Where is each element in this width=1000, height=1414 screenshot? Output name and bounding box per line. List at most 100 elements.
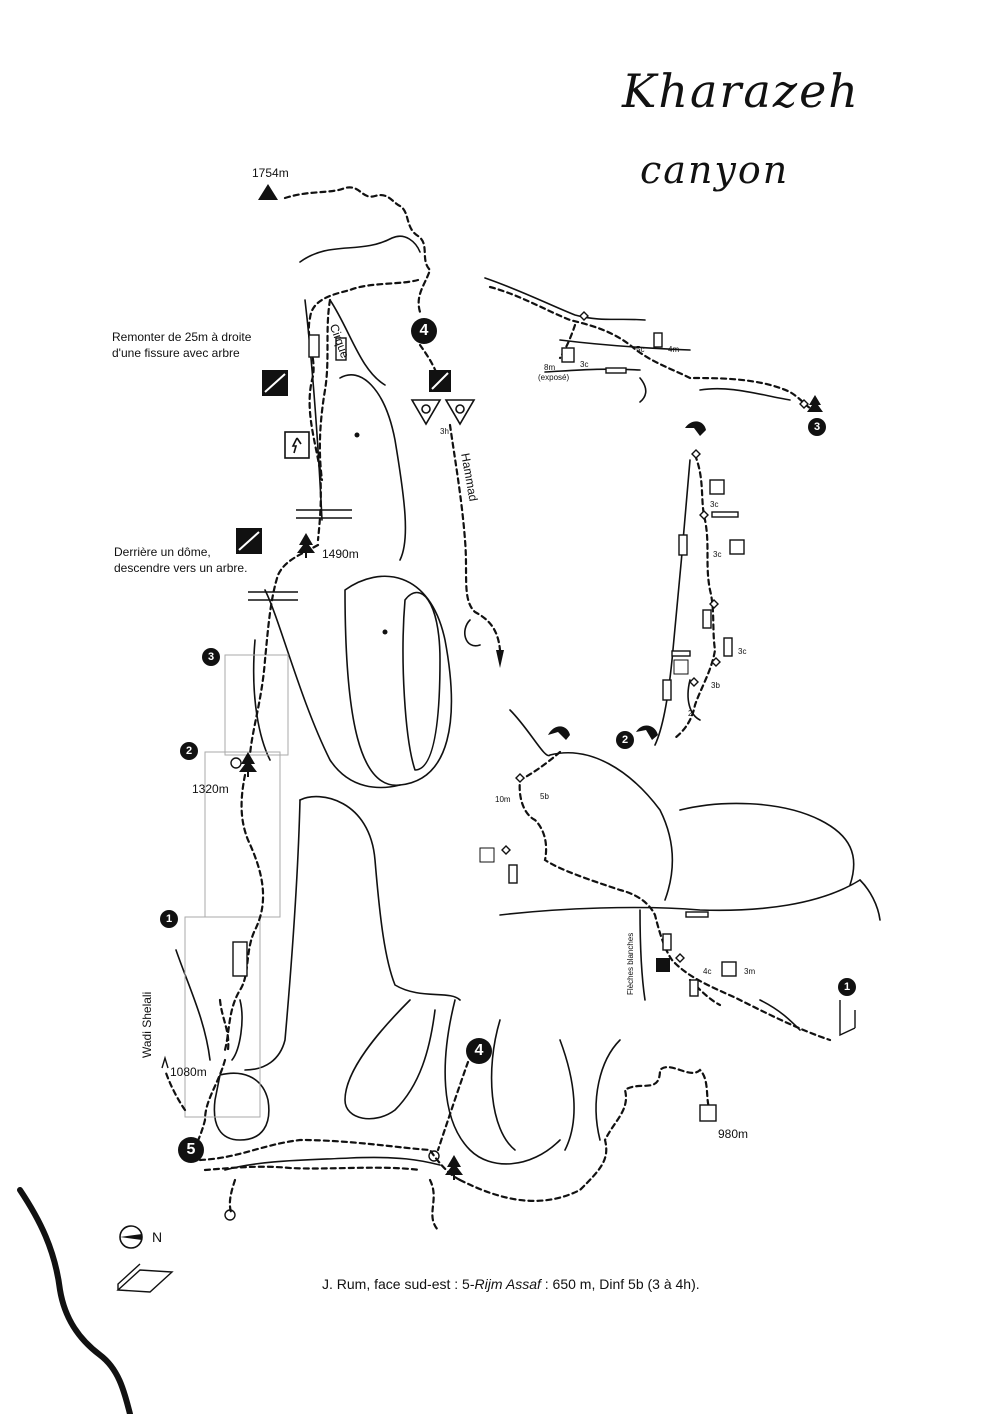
tree-icon (807, 395, 823, 412)
rock-outline-right-ledge-2 (544, 368, 641, 373)
tree-icon (297, 533, 315, 558)
rock-outline-right-face-2 (687, 679, 701, 721)
waypoint-icon (428, 1150, 440, 1162)
frame-rect-1 (224, 654, 289, 756)
cairn-icon (685, 421, 706, 436)
flag-icon (839, 1000, 856, 1037)
pitch-box (605, 367, 627, 374)
waypoint-icon (224, 1209, 236, 1221)
pitch-box (662, 933, 672, 951)
slab-legend-icon (116, 1269, 174, 1293)
label-3c-top: 3c (580, 360, 589, 369)
pitch-box (699, 1104, 717, 1122)
rock-outline-right-face (654, 459, 691, 746)
summit-elevation-label: 1754m (252, 166, 289, 180)
rock-outline-gully-3 (490, 1019, 516, 1151)
label-3c-c: 3c (738, 647, 747, 656)
handwritten-title-line1: Kharazeh (622, 64, 860, 118)
handwritten-title-line2: canyon (640, 148, 790, 192)
rock-outline-valley-floor (224, 1156, 441, 1171)
rock-outline-wadi-edge (175, 949, 211, 1061)
rock-outline-tower-left (304, 299, 323, 521)
compass-north-label: N (152, 1229, 163, 1245)
frame-rect-2 (204, 751, 281, 918)
route-summit-approach (283, 186, 432, 314)
pitch-box (232, 941, 248, 977)
figure-caption: J. Rum, face sud-est : 5-Rijm Assaf : 65… (322, 1276, 700, 1292)
route-valley-3 (203, 1165, 422, 1172)
route-valley-5 (428, 1178, 440, 1232)
dome-dot-2 (382, 629, 388, 635)
route-upper-left-2 (318, 298, 332, 482)
elevation-1080: 1080m (170, 1065, 207, 1079)
rock-outline-slab-left (252, 639, 271, 761)
dome-dot-1 (354, 432, 360, 438)
label-expose: (exposé) (538, 373, 570, 382)
route-right-top (488, 285, 812, 410)
rope-icon (444, 399, 476, 426)
pitch-box (689, 979, 699, 997)
pitch-box (671, 650, 691, 657)
marker-2-right: 2 (616, 731, 634, 749)
route-valley (198, 1138, 462, 1182)
belay-icon (689, 677, 699, 687)
route-wadi-exit (163, 1068, 187, 1112)
rope-icon (410, 399, 442, 426)
caption-suffix: : 650 m, Dinf 5b (3 à 4h). (540, 1276, 700, 1292)
label-4m: 4m (668, 345, 680, 354)
label-4c: 4c (703, 967, 712, 976)
marker-3: 3 (202, 648, 220, 666)
pitch-box (721, 961, 737, 977)
elevation-980: 980m (718, 1127, 749, 1141)
rock-outline-cirque (329, 299, 386, 386)
route-approach-4 (436, 1060, 470, 1152)
pitch-box (685, 911, 709, 918)
route-valley-2 (458, 1066, 712, 1202)
rock-outline-gully-1 (344, 999, 436, 1120)
route-lower-2 (218, 998, 230, 1052)
rock-outline-gully-4 (559, 1039, 575, 1151)
pitch-box (662, 679, 672, 701)
compass-icon (119, 1225, 143, 1249)
label-3b: 3b (711, 681, 720, 690)
label-3m: 3m (744, 967, 756, 976)
wadi-exit-arrow (161, 1055, 169, 1069)
belay-icon (699, 510, 709, 520)
label-8m: 8m (544, 363, 556, 372)
pitch-box (508, 864, 518, 884)
label-3c-a: 3c (710, 500, 719, 509)
pitch-box (653, 332, 663, 348)
tree-icon (239, 752, 257, 777)
belay-icon (691, 449, 701, 459)
rock-outline-boulder (213, 1072, 270, 1141)
marker-1-right: 1 (838, 978, 856, 996)
pitch-box (561, 347, 575, 363)
rock-outline-right-ledge (559, 339, 691, 351)
belay-icon (579, 311, 589, 321)
abseil-icon (656, 958, 670, 972)
marker-1: 1 (160, 910, 178, 928)
label-3h: 3h (440, 427, 449, 436)
marker-4-top: 4 (411, 318, 437, 344)
rock-outline-wadi-edge-2 (231, 999, 243, 1061)
label-10m: 10m (495, 795, 511, 804)
label-2: 2 (688, 709, 693, 718)
route-descent-4 (418, 343, 438, 374)
caption-prefix: J. Rum, face sud-est : 5- (322, 1276, 475, 1292)
rock-outline-slab-mid (264, 589, 401, 789)
belay-icon (709, 599, 719, 609)
rock-outline-lower-block (299, 795, 461, 1001)
caption-route-name: Rijm Assaf (474, 1276, 541, 1292)
label-3c-b: 3c (713, 550, 722, 559)
rock-outline-right-ledge-4 (699, 387, 791, 401)
cairn-icon (636, 725, 658, 740)
rock-outline-lower-slab-3 (859, 879, 881, 921)
pitch-box (678, 534, 688, 556)
route-right-face (673, 453, 717, 740)
rock-outline-fleches (639, 909, 646, 1001)
rock-outline-hammad-hook (464, 619, 481, 647)
note-upper-line2: d'une fissure avec arbre (112, 346, 240, 360)
cairn-icon (548, 726, 570, 740)
place-wadi-shelali: Wadi Shelali (140, 991, 154, 1058)
